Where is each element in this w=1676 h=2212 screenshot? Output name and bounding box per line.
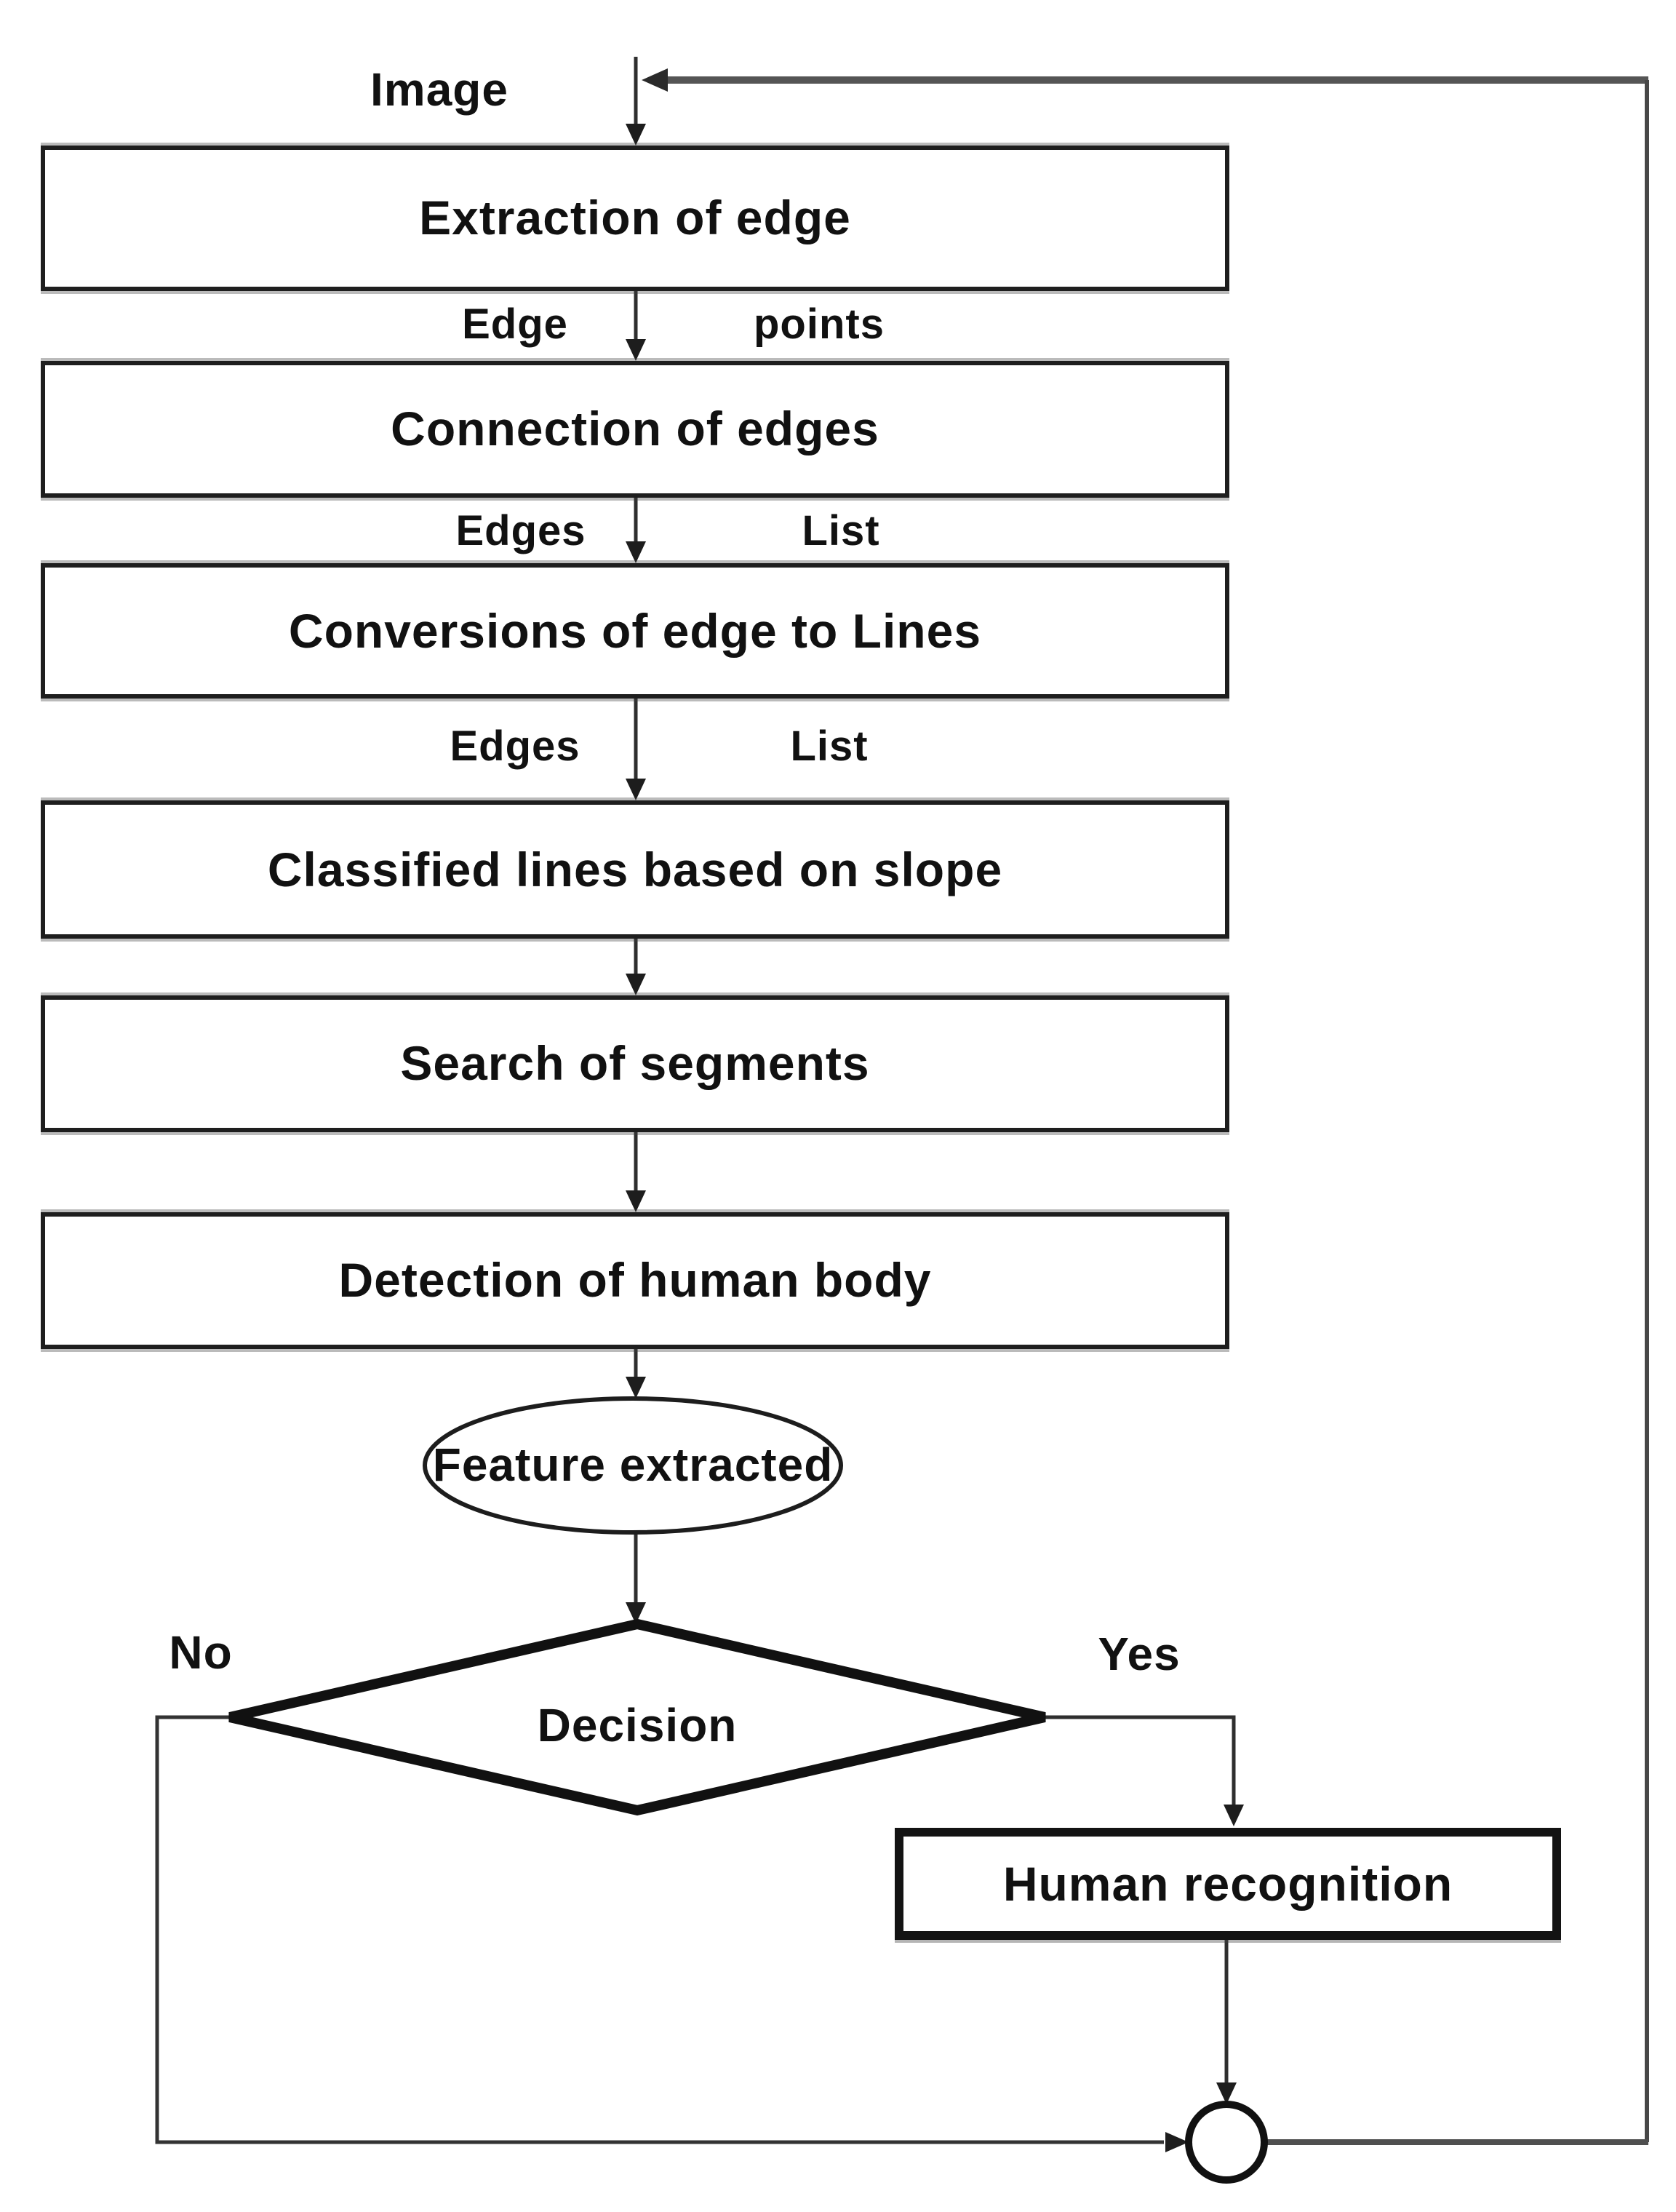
decision-diamond [228, 1618, 1046, 1816]
arrow-label-points: points [754, 302, 885, 349]
arrow-label-list-1: List [802, 509, 880, 555]
result-box-human-recognition: Human recognition [895, 1828, 1561, 1940]
feedback-left-arrowhead-icon [642, 68, 668, 92]
result-box-label: Human recognition [1002, 1856, 1453, 1910]
process-box-connection-of-edges: Connection of edges [41, 361, 1229, 498]
circle-top-arrowhead-icon [1216, 2082, 1237, 2104]
yes-branch-line [1045, 1715, 1236, 1807]
process-box-extraction-of-edge: Extraction of edge [41, 146, 1229, 291]
arrowhead-5-icon [626, 1190, 646, 1212]
arrowhead-4-icon [626, 974, 646, 995]
decision-yes-label: Yes [1098, 1628, 1181, 1680]
arrow-label-edges-1: Edges [455, 509, 586, 555]
process-box-classified-lines: Classified lines based on slope [41, 800, 1229, 939]
process-box-label: Detection of human body [338, 1253, 932, 1307]
arrow-label-edge: Edge [462, 302, 568, 349]
decision-no-label: No [169, 1626, 233, 1679]
process-box-detection-of-human-body: Detection of human body [41, 1212, 1229, 1349]
circle-left-arrowhead-icon [1165, 2132, 1189, 2152]
process-box-label: Conversions of edge to Lines [288, 603, 982, 657]
process-box-label: Classified lines based on slope [267, 842, 1003, 896]
arrow-label-edges-2: Edges [450, 724, 580, 771]
no-branch-line [155, 1715, 1164, 2144]
arrowhead-7-icon [626, 1602, 646, 1624]
arrowhead-6-icon [626, 1377, 646, 1399]
decision-label: Decision [537, 1699, 738, 1751]
input-image-label: Image [370, 63, 508, 116]
yes-arrowhead-icon [1224, 1805, 1244, 1826]
process-box-label: Connection of edges [391, 402, 879, 455]
process-box-label: Extraction of edge [419, 191, 851, 244]
arrowhead-2-icon [626, 541, 646, 563]
process-box-conversions-of-edge-to-lines: Conversions of edge to Lines [41, 563, 1229, 699]
arrowhead-3-icon [626, 779, 646, 800]
arrowhead-1-icon [626, 339, 646, 361]
input-arrowhead-icon [626, 124, 646, 146]
process-box-label: Search of segments [400, 1036, 870, 1090]
arrow-label-list-2: List [790, 724, 869, 771]
feature-extracted-label: Feature extracted [432, 1439, 834, 1491]
connector-circle [1185, 2101, 1268, 2184]
process-box-search-of-segments: Search of segments [41, 995, 1229, 1132]
feature-ellipse [423, 1396, 843, 1535]
